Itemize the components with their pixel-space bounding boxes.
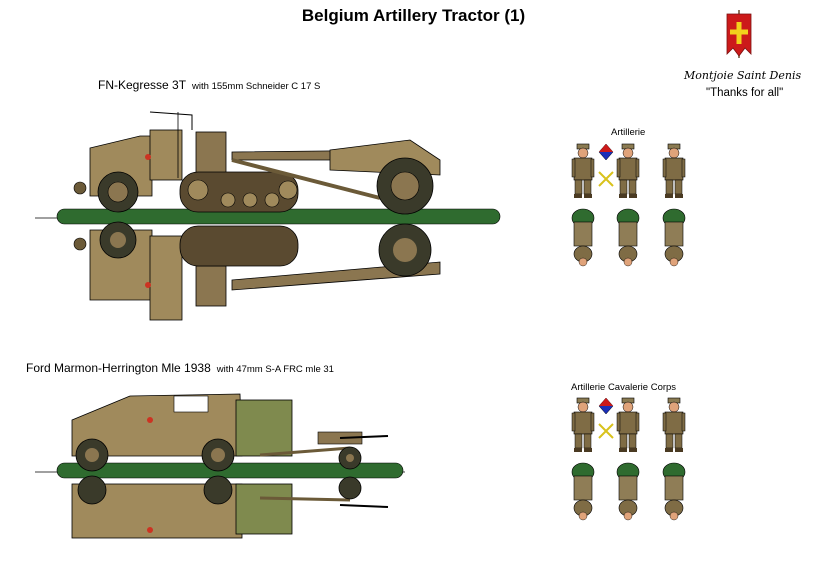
cavalry-artillery-officer-figure [571,397,595,453]
fn-kegresse-side-view [35,111,501,225]
artillery-officer-figure [571,143,595,199]
crew2-figures [571,397,686,521]
artillery-soldier-figure [616,143,640,199]
fn-kegresse-top-view [73,221,441,321]
page-title: Belgium Artillery Tractor (1) [301,6,526,25]
vehicle1-caption: FN-Kegresse 3T with 155mm Schneider C 17 … [98,78,320,92]
oriflamme-banner-icon [726,10,752,58]
crew1-label: Artillerie [611,127,646,138]
artillery-gunner-figure [662,143,686,199]
marmon-herrington-side-view [35,393,405,479]
crew2-label: Artillerie Cavalerie Corps [571,382,677,393]
vehicle1-name: FN-Kegresse 3T [98,78,187,92]
vehicle2-tow: with 47mm S-A FRC mle 31 [216,364,334,375]
cavalry-artillery-soldier-figure [616,397,640,453]
emblem-thanks: "Thanks for all" [706,87,784,99]
crossed-sabres-icon [598,423,614,439]
vehicle2-caption: Ford Marmon-Herrington Mle 1938 with 47mm… [26,361,334,375]
vehicle2-name: Ford Marmon-Herrington Mle 1938 [26,361,211,375]
marmon-herrington-top-view [71,475,389,539]
vehicle1-tow: with 155mm Schneider C 17 S [192,81,321,92]
emblem-motto: Montjoie Saint Denis [684,69,802,82]
cavalry-artillery-gunner-figure [662,397,686,453]
crossed-cannons-icon [598,171,614,187]
crew1-figures [571,143,686,267]
